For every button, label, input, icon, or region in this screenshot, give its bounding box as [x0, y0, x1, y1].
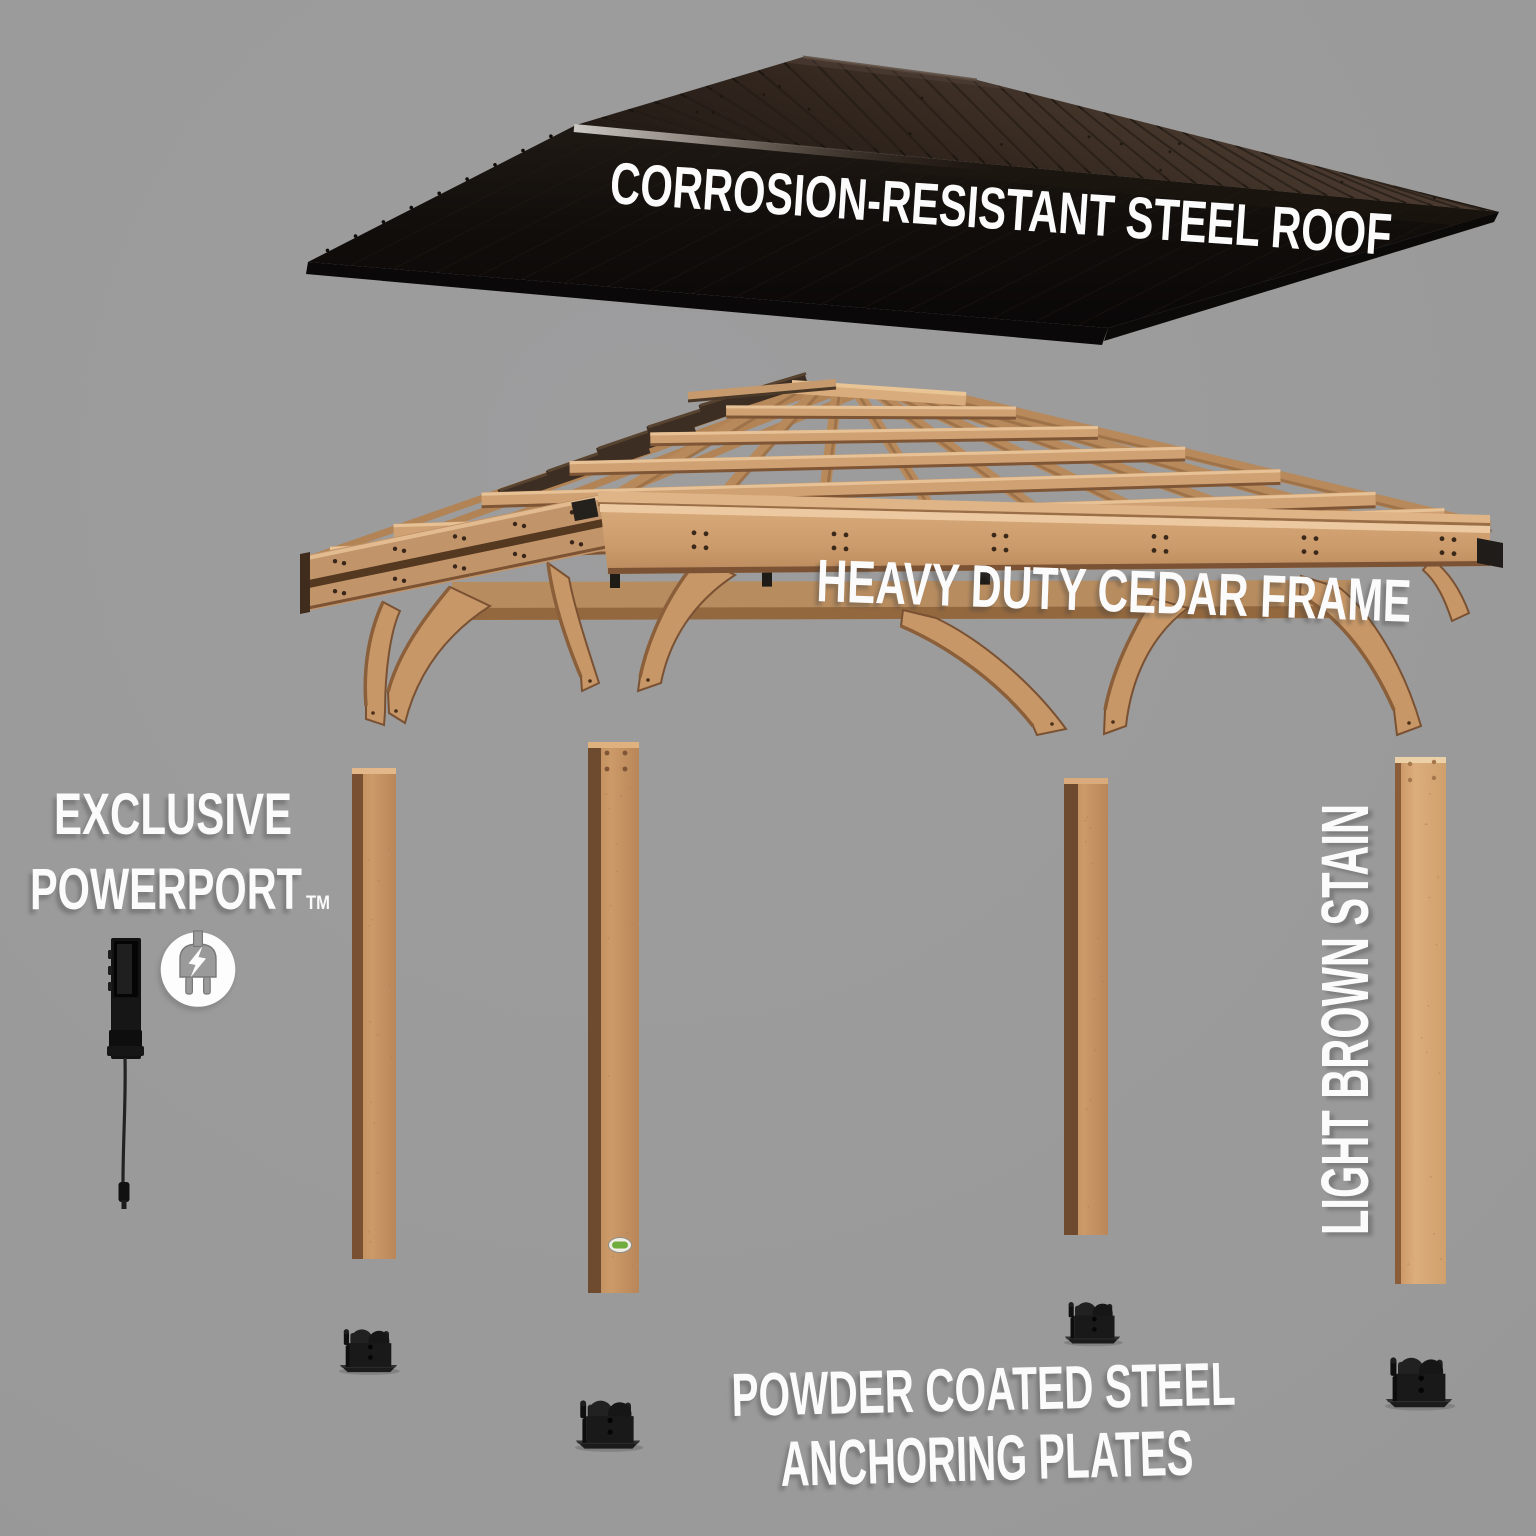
svg-text:LIGHT BROWN STAIN: LIGHT BROWN STAIN [1308, 804, 1383, 1235]
svg-text:LIGHT BROWN STAIN: LIGHT BROWN STAIN [1313, 808, 1388, 1239]
svg-text:ANCHORING PLATES: ANCHORING PLATES [776, 1421, 1191, 1505]
svg-text:POWERPORT: POWERPORT [30, 857, 302, 922]
svg-text:EXCLUSIVE: EXCLUSIVE [54, 782, 292, 847]
svg-text:POWDER COATED STEEL: POWDER COATED STEEL [727, 1354, 1232, 1433]
svg-text:ANCHORING PLATES: ANCHORING PLATES [779, 1416, 1194, 1500]
svg-text:EXCLUSIVE: EXCLUSIVE [51, 787, 289, 852]
svg-text:POWDER COATED STEEL: POWDER COATED STEEL [731, 1350, 1236, 1429]
svg-text:POWERPORT: POWERPORT [27, 862, 299, 927]
svg-text:TM: TM [306, 893, 330, 914]
